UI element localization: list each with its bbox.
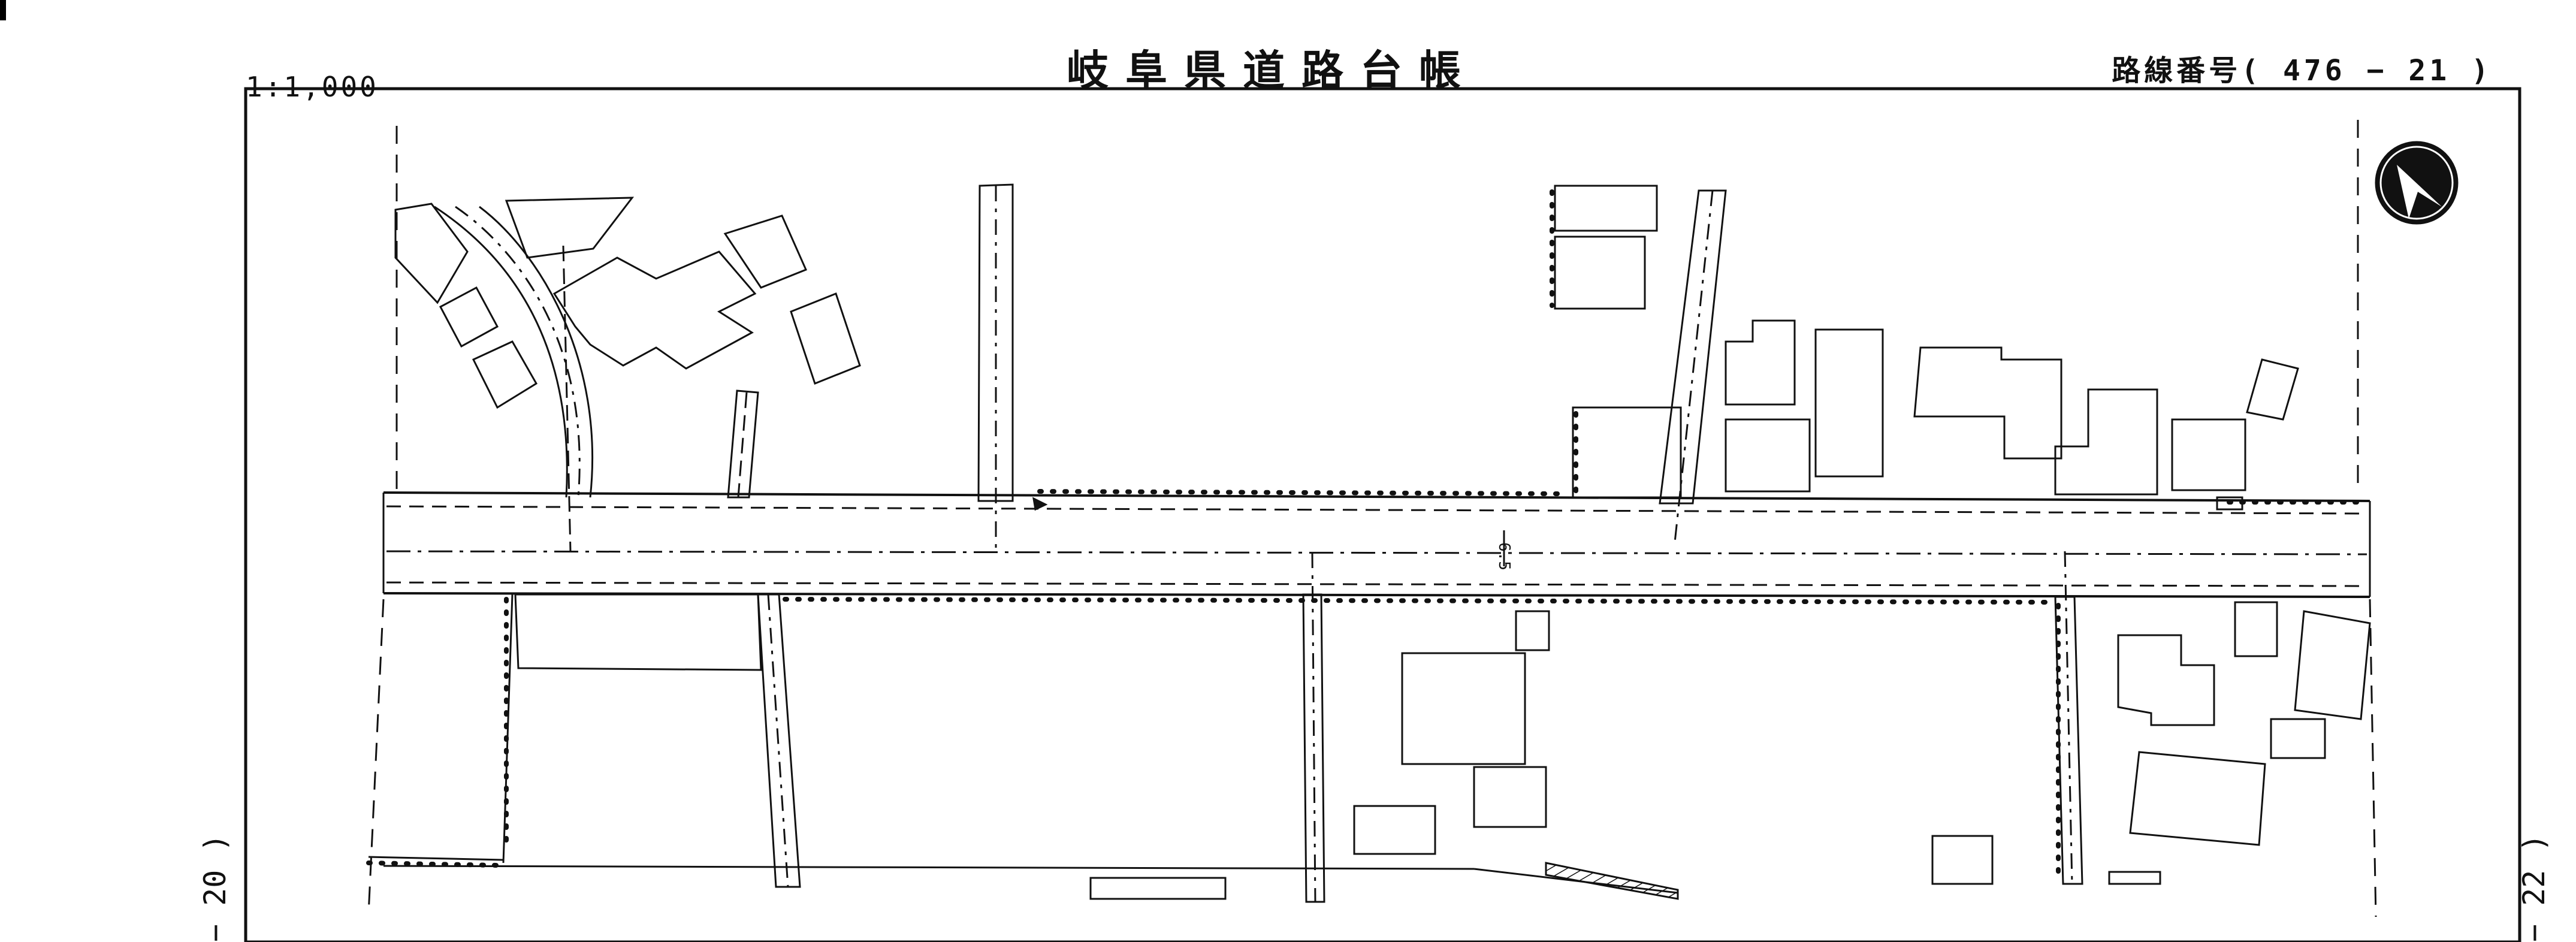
scale-label: 1:1,000: [246, 71, 379, 103]
survey-marker: [1032, 497, 1048, 511]
buildings-south: [368, 593, 2371, 900]
side-streets-south: [562, 245, 2083, 903]
map-title: 岐阜県道路台帳: [1067, 46, 1478, 95]
corner-mark: [0, 0, 6, 20]
route-number: 路線番号( 476 − 21 ): [2112, 54, 2492, 87]
boundary-lines: [367, 120, 2377, 917]
stair-structure: [1545, 862, 1679, 900]
north-arrow-icon: [2375, 141, 2459, 225]
main-road: [382, 491, 2371, 894]
buildings-north-west: [394, 197, 861, 409]
road-width-label: 6.5: [1495, 542, 1513, 570]
map-frame: [244, 87, 2521, 942]
buildings-north-east: [1554, 185, 2299, 511]
fence-markers: [366, 189, 2369, 883]
